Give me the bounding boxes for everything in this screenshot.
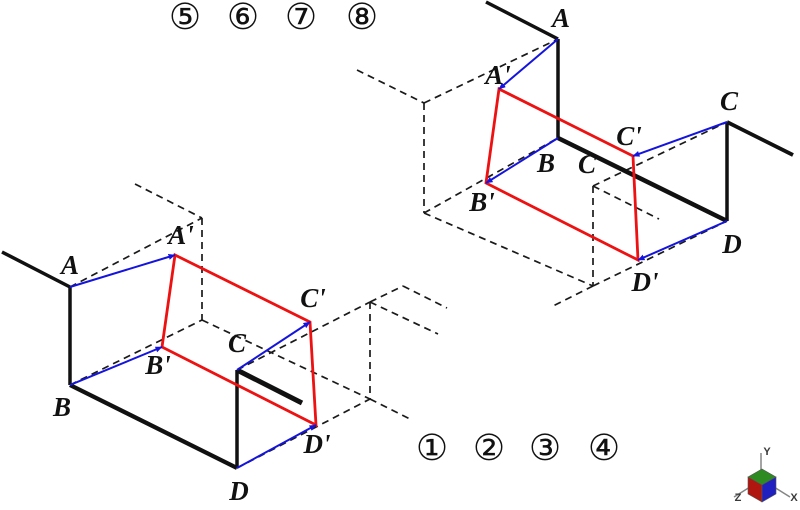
option-3: ③ (529, 428, 561, 469)
options-bottom: ① ② ③ ④ (416, 428, 620, 469)
label-A-prime: A' (166, 220, 194, 250)
dashed-ghost-diagonal (423, 212, 594, 287)
step-edge-BD (557, 135, 728, 224)
displacement-arrow-A (498, 38, 559, 90)
label-C-prime: C' (300, 283, 326, 313)
displacement-arrow-D (236, 424, 317, 469)
dashed-connector-C (592, 121, 728, 187)
options-top: ⑤ ⑥ ⑦ ⑧ (169, 0, 378, 38)
x-axis-line (773, 486, 791, 498)
option-4: ④ (588, 428, 620, 469)
option-5: ⑤ (169, 0, 201, 38)
dashed-connector-B (423, 137, 559, 214)
axis-triad: Y X Z (733, 446, 798, 504)
dashed-ghost-edge (134, 183, 203, 219)
step-edge-EA (1, 250, 71, 289)
dashed-connector-A (69, 217, 203, 288)
dashed-ghost-edge (369, 301, 439, 335)
label-B-prime: B' (468, 187, 495, 217)
displacement-arrow-D (637, 220, 728, 261)
label-D-prime: D' (631, 267, 659, 297)
cube-right-face (761, 476, 777, 503)
displacement-arrow-A (69, 254, 176, 288)
label-D-prime: D' (303, 429, 331, 459)
label-C-prime: C' (616, 121, 642, 151)
displacement-arrow-B (69, 346, 163, 386)
label-A-prime: A' (483, 60, 511, 90)
step-edge-CE (726, 120, 794, 157)
figure-top-right: A A' B C C' C B' D D' (356, 0, 794, 307)
option-8: ⑧ (346, 0, 378, 38)
label-D: D (721, 229, 742, 259)
dashed-connector-B (69, 319, 203, 386)
step-edge-BD (69, 383, 238, 470)
step-edge-CE (235, 367, 304, 406)
step-edge-EA (485, 0, 559, 41)
label-C: C (720, 86, 739, 116)
displacement-arrow-B (485, 137, 559, 184)
option-1: ① (416, 428, 448, 469)
dashed-connector-C (236, 301, 371, 371)
option-2: ② (473, 428, 505, 469)
dashed-ghost-edge (369, 285, 404, 303)
dashed-ghost-edge (356, 69, 425, 104)
label-B: B (536, 148, 555, 178)
z-axis-label: Z (735, 492, 742, 504)
label-B: B (52, 392, 71, 422)
x-axis-label: X (790, 492, 798, 504)
option-6: ⑥ (227, 0, 259, 38)
label-C-inner: C (578, 149, 597, 179)
dashed-ghost-edge (369, 398, 411, 420)
label-A: A (550, 3, 570, 33)
dashed-ghost-diagonal (201, 319, 371, 400)
y-axis-label: Y (763, 446, 771, 458)
dashed-ghost-edge (552, 285, 594, 307)
label-A: A (59, 250, 79, 280)
figure-bottom-left: A A' B B' C C' D D' (1, 183, 448, 506)
dashed-ghost-edge (592, 185, 660, 220)
displacement-arrow-C (632, 121, 728, 157)
dashed-ghost-edge (402, 285, 448, 309)
label-B-prime: B' (144, 350, 171, 380)
label-D: D (228, 476, 249, 506)
displacement-arrow-C (236, 321, 311, 371)
label-C: C (228, 328, 247, 358)
z-axis-line (733, 486, 751, 498)
option-7: ⑦ (285, 0, 317, 38)
dashed-connector-A (423, 38, 559, 104)
